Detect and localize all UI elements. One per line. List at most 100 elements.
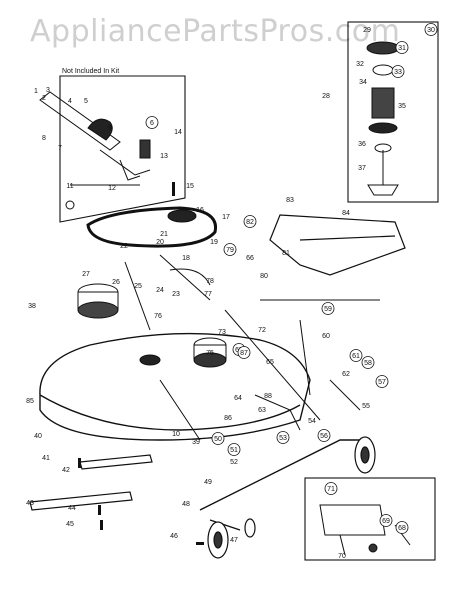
callout-number: 42 — [62, 467, 70, 474]
callout-number: 63 — [258, 407, 266, 414]
callout-number: 10 — [172, 431, 180, 438]
callout-number: 77 — [204, 291, 212, 298]
callout-number: 59 — [324, 306, 332, 313]
callout-number: 54 — [308, 418, 316, 425]
callout-number: 31 — [398, 45, 406, 52]
callout-circle — [395, 521, 409, 534]
callout-number: 80 — [260, 273, 268, 280]
callout-number: 88 — [264, 393, 272, 400]
callout-number: 18 — [182, 255, 190, 262]
callout-number: 70 — [338, 553, 346, 560]
callout-number: 24 — [156, 287, 164, 294]
callout-number: 4 — [68, 98, 72, 105]
deck-plate — [269, 214, 406, 276]
callout-number: 73 — [218, 329, 226, 336]
callout-number: 84 — [342, 210, 350, 217]
callout-number: 23 — [172, 291, 180, 298]
callout-number: 34 — [359, 79, 367, 86]
callout-circle — [243, 215, 257, 228]
callout-number: 86 — [224, 415, 232, 422]
callout-number: 75 — [206, 350, 214, 357]
callout-number: 44 — [68, 505, 76, 512]
callout-number: 1 — [34, 88, 38, 95]
callout-circle — [361, 356, 375, 369]
callout-number: 64 — [234, 395, 242, 402]
watermark: AppliancePartsPros.com — [30, 14, 401, 49]
callout-circle — [379, 514, 393, 527]
callout-number: 33 — [394, 69, 402, 76]
callout-number: 16 — [196, 207, 204, 214]
callout-number: 22 — [120, 243, 128, 250]
callout-number: 41 — [42, 455, 50, 462]
callout-number: 25 — [134, 283, 142, 290]
mandrels — [77, 283, 227, 368]
callout-number: 82 — [246, 219, 254, 226]
callout-number: 46 — [170, 533, 178, 540]
callout-circle — [317, 429, 331, 442]
callout-number: 2 — [42, 95, 46, 102]
callout-circle — [349, 349, 363, 362]
callout-number: 56 — [320, 433, 328, 440]
callout-number: 9 — [108, 125, 112, 132]
callout-number: 52 — [230, 459, 238, 466]
front-axle — [199, 439, 360, 531]
callout-number: 65 — [266, 359, 274, 366]
callout-number: 55 — [362, 403, 370, 410]
mower-deck — [39, 332, 311, 441]
callout-number: 66 — [246, 255, 254, 262]
pulley — [167, 209, 197, 223]
callout-number: 14 — [174, 129, 182, 136]
drive-belt — [86, 206, 218, 248]
callout-number: 45 — [66, 521, 74, 528]
callout-number: 7 — [58, 145, 62, 152]
callout-number: 79 — [226, 247, 234, 254]
callout-circle — [227, 443, 241, 456]
callout-number: 58 — [364, 360, 372, 367]
callout-number: 12 — [108, 185, 116, 192]
callout-number: 40 — [34, 433, 42, 440]
callout-number: 57 — [378, 379, 386, 386]
callout-number: 69 — [382, 518, 390, 525]
callout-number: 53 — [279, 435, 287, 442]
callout-number: 27 — [82, 271, 90, 278]
wheels — [207, 436, 376, 559]
linkages — [124, 254, 380, 441]
callout-number: 13 — [160, 153, 168, 160]
lever-inset-frame — [304, 477, 436, 561]
callout-circle — [145, 116, 159, 129]
callout-number: 6 — [150, 120, 154, 127]
callout-number: 60 — [322, 333, 330, 340]
callout-number: 5 — [84, 98, 88, 105]
callout-number: 36 — [358, 141, 366, 148]
callout-circle — [391, 65, 405, 78]
callout-number: 83 — [286, 197, 294, 204]
callout-circle — [321, 302, 335, 315]
blades — [29, 454, 153, 511]
callout-number: 48 — [182, 501, 190, 508]
callout-number: 39 — [192, 439, 200, 446]
callout-number: 11 — [66, 183, 73, 190]
callout-number: 17 — [222, 214, 230, 221]
kit-inset-parts — [39, 91, 151, 210]
callout-number: 72 — [258, 327, 266, 334]
callout-circle — [237, 346, 251, 359]
callout-circle — [211, 432, 225, 445]
spindle-inset-frame — [347, 21, 439, 203]
inset-frames — [59, 21, 439, 561]
callout-circle — [424, 23, 438, 36]
callout-number: 85 — [26, 398, 34, 405]
callout-number: 76 — [154, 313, 162, 320]
callout-number: 8 — [42, 135, 46, 142]
callout-circle — [223, 243, 237, 256]
callout-number: 26 — [112, 279, 120, 286]
callout-number: 30 — [427, 27, 435, 34]
callout-number: 35 — [398, 103, 406, 110]
callout-number: 78 — [206, 278, 214, 285]
callout-number: 87 — [240, 350, 248, 357]
callout-number: 43 — [26, 500, 34, 507]
callout-number: 62 — [342, 371, 350, 378]
callout-number: 15 — [186, 183, 194, 190]
kit-note: Not Included In Kit — [62, 68, 120, 75]
